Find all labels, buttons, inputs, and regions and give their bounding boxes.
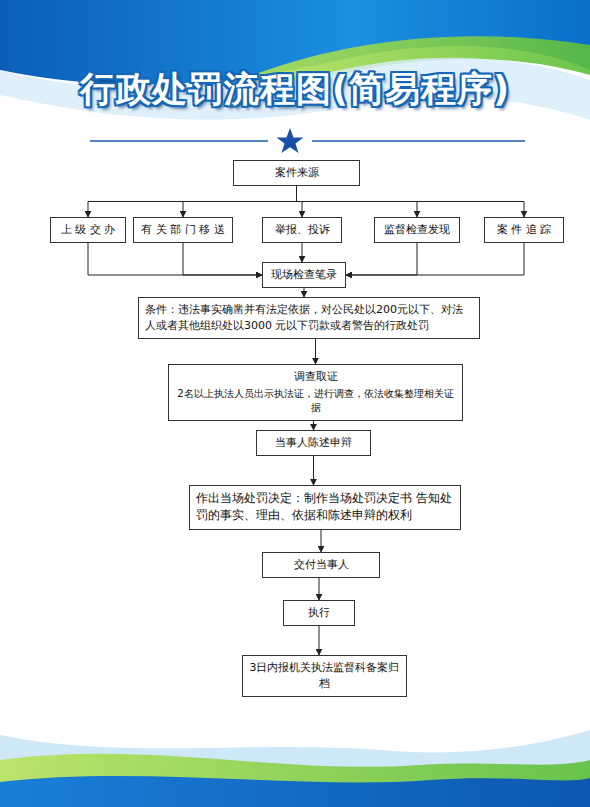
- process-box: 案 件 追 踪: [484, 217, 564, 243]
- process-box: 举报、投诉: [262, 217, 342, 243]
- flow-arrow: [319, 578, 320, 600]
- process-box: 执行: [283, 600, 355, 626]
- process-box: 调查取证 2名以上执法人员出示执法证，进行调查，依法收集整理相关证据: [168, 364, 463, 421]
- flow-arrow: [313, 456, 314, 485]
- process-box: 作出当场处罚决定：制作当场处罚决定书 告知处罚的事实、理由、依据和陈述申辩的权利: [189, 485, 461, 530]
- flow-arrow: [183, 243, 262, 275]
- flow-arrow: [304, 288, 305, 297]
- box-text: 条件：违法事实确凿并有法定依据，对公民处以200元以下、对法人或者其他组织处以3…: [145, 302, 473, 334]
- box-text: 现场检查笔录: [269, 267, 339, 283]
- flow-arrow: [88, 243, 262, 275]
- box-text: 监督检查发现: [381, 222, 453, 238]
- process-box: 条件：违法事实确凿并有法定依据，对公民处以200元以下、对法人或者其他组织处以3…: [138, 297, 480, 339]
- flow-arrow: [319, 626, 320, 655]
- box-text: 交付当事人: [269, 557, 373, 573]
- flow-arrow: [183, 186, 297, 217]
- flow-arrow: [346, 243, 417, 275]
- flow-arrow: [346, 243, 524, 275]
- box-text: 案 件 追 踪: [491, 222, 557, 238]
- process-box: 有 关 部 门 移 送: [133, 217, 233, 243]
- process-box: 监督检查发现: [374, 217, 460, 243]
- flow-arrow: [313, 421, 314, 430]
- process-box: 案件来源: [233, 160, 360, 186]
- box-text: 案件来源: [240, 165, 353, 181]
- box-text: 上 级 交 办: [57, 222, 119, 238]
- poster-title: 行政处罚流程图(简易程序): [0, 66, 590, 113]
- box-text: 有 关 部 门 移 送: [140, 222, 226, 238]
- box-text: 调查取证: [175, 369, 456, 385]
- process-box: 当事人陈述申辩: [256, 430, 371, 456]
- box-text: 当事人陈述申辩: [263, 435, 364, 451]
- flow-arrow: [297, 186, 525, 217]
- flow-arrow: [321, 530, 322, 552]
- flow-arrow: [315, 339, 316, 364]
- process-box: 交付当事人: [262, 552, 380, 578]
- box-text: 执行: [290, 605, 348, 621]
- flow-arrow: [88, 186, 297, 217]
- box-text: 作出当场处罚决定：制作当场处罚决定书 告知处罚的事实、理由、依据和陈述申辩的权利: [196, 490, 454, 525]
- box-body-text: 2名以上执法人员出示执法证，进行调查，依法收集整理相关证据: [175, 387, 456, 416]
- box-text: 举报、投诉: [269, 222, 335, 238]
- process-box: 上 级 交 办: [50, 217, 126, 243]
- process-box: 3日内报机关执法监督科备案归档: [242, 655, 407, 697]
- flow-arrow: [302, 243, 303, 262]
- process-box: 现场检查笔录: [262, 262, 346, 288]
- box-text: 3日内报机关执法监督科备案归档: [249, 660, 400, 692]
